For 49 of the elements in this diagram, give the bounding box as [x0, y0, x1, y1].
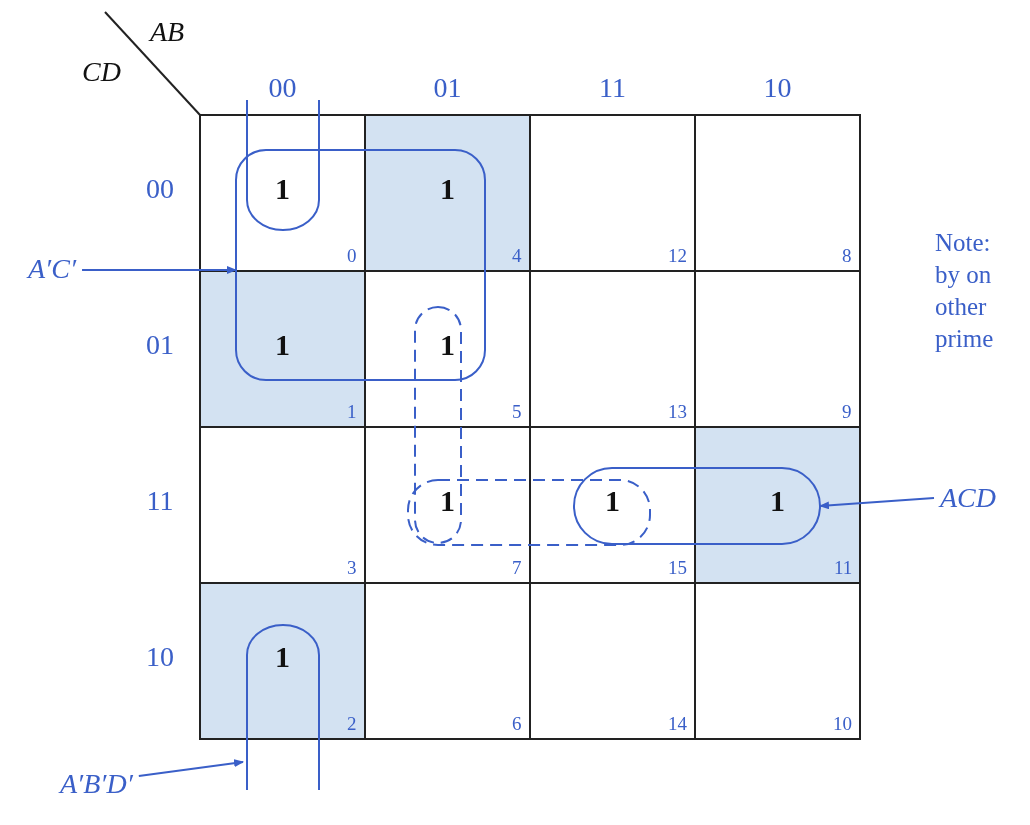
term-label: A′B′D′	[60, 770, 133, 798]
variable-label: CD	[82, 58, 121, 86]
header-label: 11	[146, 487, 174, 515]
minterm-number: 10	[833, 714, 852, 733]
minterm-number: 5	[512, 402, 522, 421]
leader-arrow	[81, 266, 237, 274]
header-label: 01	[146, 331, 174, 359]
cell-value: 1	[440, 330, 455, 360]
cell-value: 1	[275, 174, 290, 204]
header-label: 10	[146, 643, 174, 671]
header-label: 10	[763, 74, 792, 102]
minterm-number: 1	[347, 402, 357, 421]
cell-value: 1	[440, 486, 455, 516]
header-label: 00	[146, 175, 174, 203]
header-label: 01	[433, 74, 462, 102]
leader-arrow	[137, 759, 244, 777]
note-text: other	[935, 294, 987, 319]
minterm-number: 7	[512, 558, 522, 577]
grouping-loop	[246, 99, 320, 791]
minterm-number: 0	[347, 246, 357, 265]
leader-arrow	[819, 497, 935, 510]
note-text: by on	[935, 262, 992, 287]
term-label: A′C′	[28, 255, 77, 283]
note-text: Note:	[935, 230, 991, 255]
minterm-number: 3	[347, 558, 357, 577]
minterm-number: 11	[834, 558, 853, 577]
minterm-number: 14	[668, 714, 687, 733]
note-text: prime	[935, 326, 994, 351]
term-label: ACD	[940, 484, 996, 512]
minterm-number: 15	[668, 558, 687, 577]
cell-value: 1	[440, 174, 455, 204]
grouping-loop	[235, 149, 486, 381]
cell-value: 1	[275, 330, 290, 360]
header-label: 11	[599, 74, 626, 102]
dashed-grouping-loop	[407, 479, 651, 546]
minterm-number: 13	[668, 402, 687, 421]
cell-value: 1	[275, 642, 290, 672]
header-label: 00	[268, 74, 297, 102]
minterm-number: 6	[512, 714, 522, 733]
cell-value: 1	[605, 486, 620, 516]
minterm-number: 2	[347, 714, 357, 733]
dashed-grouping-loop	[414, 306, 462, 544]
cell-value: 1	[770, 486, 785, 516]
variable-label: AB	[150, 18, 185, 46]
minterm-number: 12	[668, 246, 687, 265]
minterm-number: 8	[842, 246, 852, 265]
minterm-number: 4	[512, 246, 522, 265]
grouping-loop	[573, 467, 821, 545]
minterm-number: 9	[842, 402, 852, 421]
